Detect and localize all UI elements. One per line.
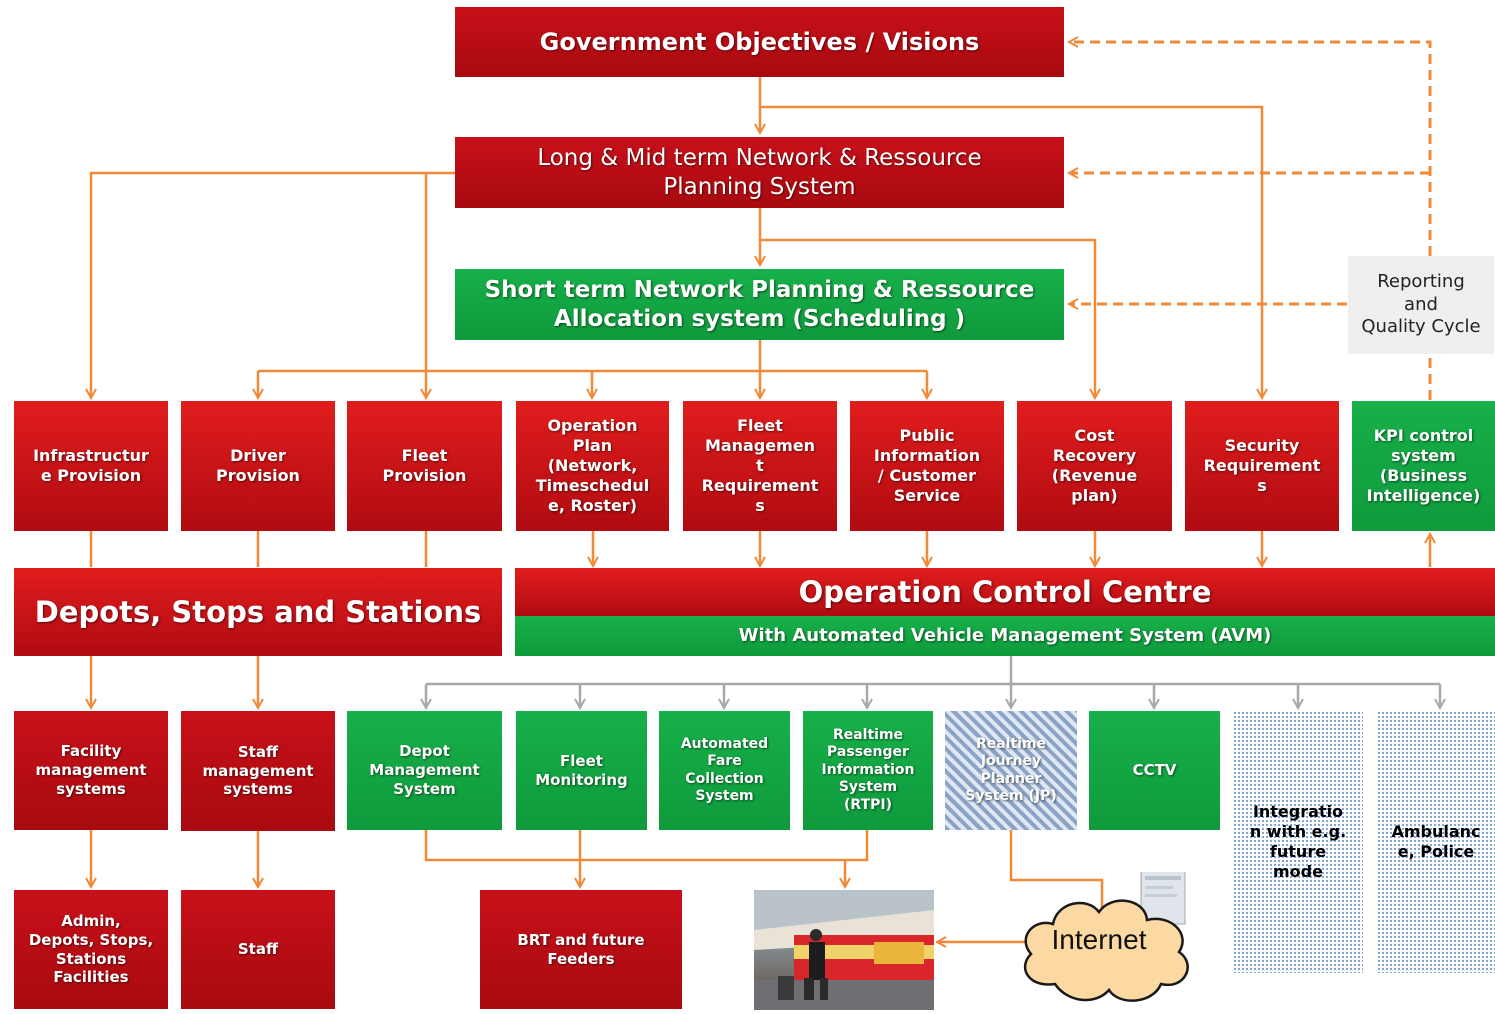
staff-management-systems-box: Staff management systems — [181, 711, 335, 831]
operation-plan-box: Operation Plan (Network, Timeschedul e, … — [516, 401, 669, 531]
fleet-monitoring-box: Fleet Monitoring — [516, 711, 647, 830]
kpi-control-system-box: KPI control system (Business Intelligenc… — [1352, 401, 1495, 531]
brt-future-feeders-box: BRT and future Feeders — [480, 890, 682, 1009]
infrastructure-provision-box: Infrastructur e Provision — [14, 401, 168, 531]
fleet-management-requirements-box: Fleet Managemen t Requirement s — [683, 401, 837, 531]
internet-cloud: Internet — [1015, 865, 1205, 1010]
integration-future-mode-box: Integratio n with e.g. future mode — [1233, 711, 1363, 973]
realtime-journey-planner-box: Realtime Journey Planner System (JP) — [945, 711, 1077, 830]
long-mid-term-planning-box: Long & Mid term Network & Ressource Plan… — [455, 137, 1064, 208]
fleet-provision-box: Fleet Provision — [347, 401, 502, 531]
cctv-box: CCTV — [1089, 711, 1220, 830]
depot-management-system-box: Depot Management System — [347, 711, 502, 830]
security-requirements-box: Security Requirement s — [1185, 401, 1339, 531]
realtime-passenger-information-box: Realtime Passenger Information System (R… — [803, 711, 933, 830]
internet-label: Internet — [1051, 924, 1147, 955]
operation-control-centre-box: Operation Control Centre — [515, 568, 1495, 616]
cloud-icon — [1023, 865, 1189, 1002]
ambulance-police-box: Ambulanc e, Police — [1377, 711, 1495, 973]
staff-box: Staff — [181, 890, 335, 1009]
automated-fare-collection-box: Automated Fare Collection System — [659, 711, 790, 830]
driver-provision-box: Driver Provision — [181, 401, 335, 531]
facility-management-systems-box: Facility management systems — [14, 711, 168, 830]
avm-subtitle-box: With Automated Vehicle Management System… — [515, 616, 1495, 656]
government-objectives-box: Government Objectives / Visions — [455, 7, 1064, 77]
public-information-box: Public Information / Customer Service — [850, 401, 1004, 531]
station-photo — [754, 890, 934, 1010]
short-term-planning-box: Short term Network Planning & Ressource … — [455, 269, 1064, 340]
cost-recovery-box: Cost Recovery (Revenue plan) — [1017, 401, 1172, 531]
depots-stops-stations-box: Depots, Stops and Stations — [14, 568, 502, 656]
reporting-quality-cycle-box: Reporting and Quality Cycle — [1348, 256, 1494, 354]
photo-illustration — [754, 890, 934, 1010]
admin-depots-facilities-box: Admin, Depots, Stops, Stations Facilitie… — [14, 890, 168, 1009]
